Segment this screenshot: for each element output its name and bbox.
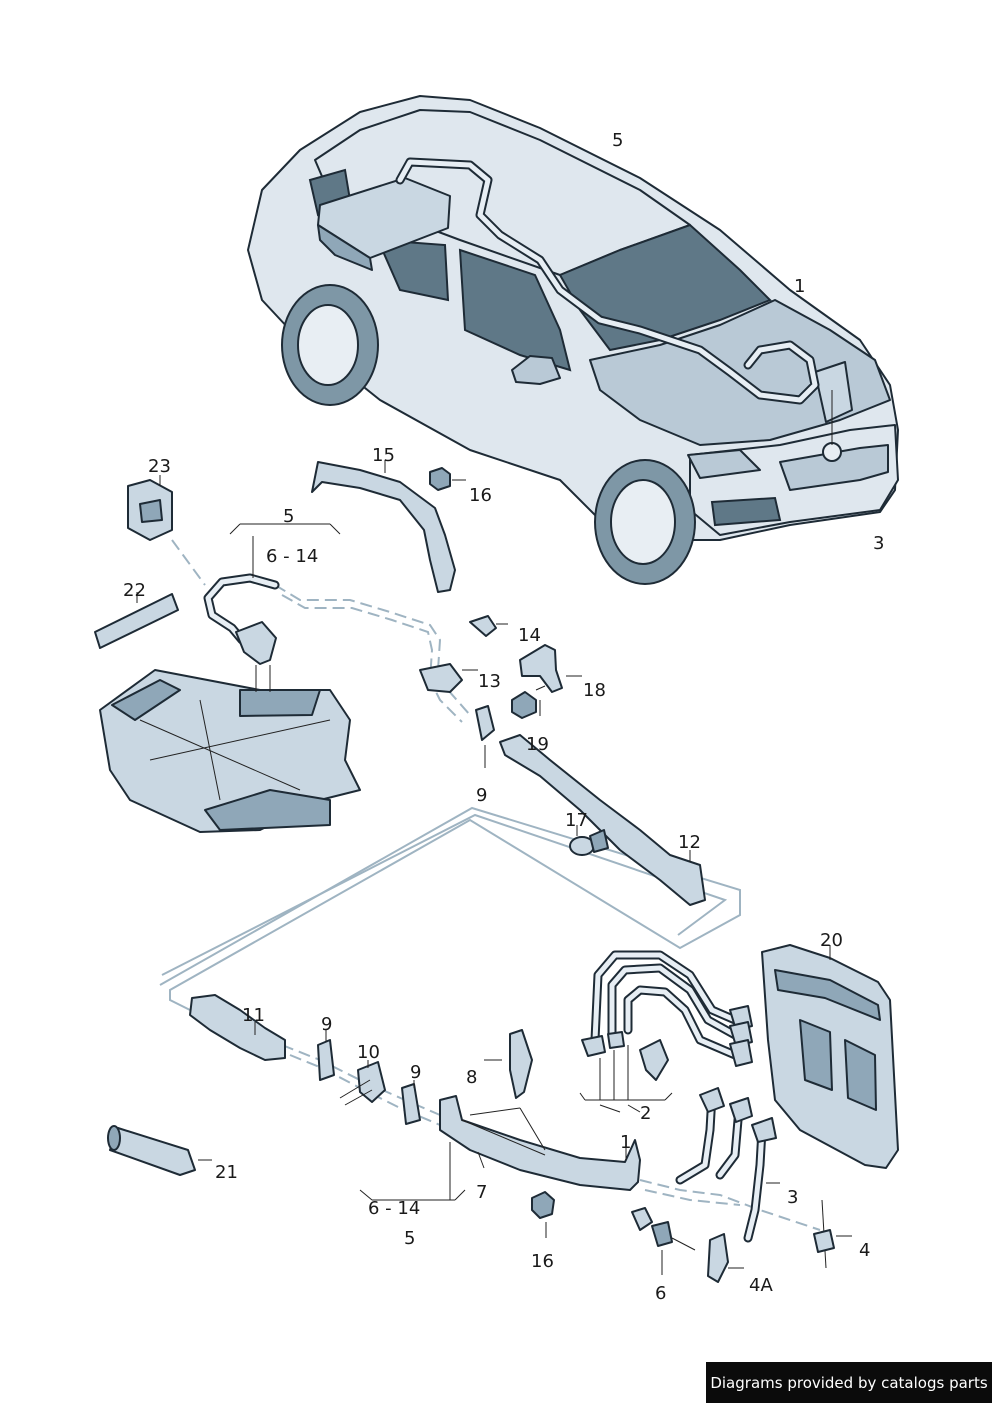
label-1-bottom: 1 <box>620 1132 631 1153</box>
underbody-illustration <box>99 669 361 833</box>
label-10: 10 <box>357 1042 380 1063</box>
part-6-screw <box>631 1207 696 1251</box>
label-8: 8 <box>466 1067 477 1088</box>
part-15-trim <box>311 461 456 593</box>
label-16-bottom: 16 <box>531 1251 554 1272</box>
vehicle-illustration <box>247 95 899 585</box>
part-4a-bracket <box>707 1233 729 1283</box>
label-11: 11 <box>242 1005 265 1026</box>
label-6: 6 <box>655 1283 666 1304</box>
part-2-cables <box>581 950 753 1067</box>
part-clip-near-2 <box>639 1039 669 1081</box>
label-19: 19 <box>526 734 549 755</box>
label-9-a: 9 <box>321 1014 332 1035</box>
label-14: 14 <box>518 625 541 646</box>
part-9-clip-a <box>317 1039 335 1081</box>
part-14-clip <box>469 615 497 637</box>
label-15: 15 <box>372 445 395 466</box>
harness-routes <box>159 584 821 1231</box>
label-1-top: 1 <box>794 276 805 297</box>
part-7-tray <box>439 1095 641 1191</box>
part-22-strip <box>94 593 179 649</box>
part-16-nut-top <box>429 467 451 491</box>
part-11-channel <box>189 994 286 1061</box>
label-9-b: 9 <box>410 1062 421 1083</box>
label-2: 2 <box>640 1103 651 1124</box>
part-19-bolt <box>511 685 546 719</box>
part-21-sleeve <box>107 1125 196 1176</box>
label-5-mid: 5 <box>283 506 294 527</box>
label-9-mid: 9 <box>476 785 487 806</box>
part-4-bolt <box>813 1199 835 1269</box>
label-20: 20 <box>820 930 843 951</box>
part-9-clip-b <box>401 1083 421 1125</box>
part-20-control-unit <box>761 944 899 1169</box>
part-23-bracket <box>127 479 173 541</box>
label-3-top: 3 <box>873 533 884 554</box>
part-8-tie <box>509 1029 533 1099</box>
label-4: 4 <box>859 1240 870 1261</box>
label-6-14-mid: 6 - 14 <box>266 546 318 567</box>
part-17-clip <box>569 829 609 856</box>
part-12-channel <box>499 734 706 906</box>
label-18: 18 <box>583 680 606 701</box>
part-5-6-14-cable <box>203 573 280 665</box>
label-12: 12 <box>678 832 701 853</box>
part-18-holder <box>519 644 563 693</box>
label-17: 17 <box>565 810 588 831</box>
part-labels: 5 1 3 23 15 16 5 6 - 14 22 14 13 18 19 9… <box>123 130 884 1304</box>
label-23: 23 <box>148 456 171 477</box>
label-7: 7 <box>476 1182 487 1203</box>
label-3-bottom: 3 <box>787 1187 798 1208</box>
part-3-cables <box>675 1087 777 1243</box>
footer-credit: Diagrams provided by catalogs parts <box>706 1362 992 1403</box>
label-22: 22 <box>123 580 146 601</box>
label-5-top: 5 <box>612 130 623 151</box>
label-13: 13 <box>478 671 501 692</box>
label-16-top: 16 <box>469 485 492 506</box>
part-9-clip-mid <box>475 705 495 741</box>
part-10-bracket <box>339 1061 386 1106</box>
label-21: 21 <box>215 1162 238 1183</box>
label-6-14-bottom: 6 - 14 <box>368 1198 420 1219</box>
label-4a: 4A <box>749 1275 773 1296</box>
part-16-nut-bottom <box>531 1191 555 1219</box>
label-5-bottom: 5 <box>404 1228 415 1249</box>
part-13-connector <box>419 663 463 693</box>
